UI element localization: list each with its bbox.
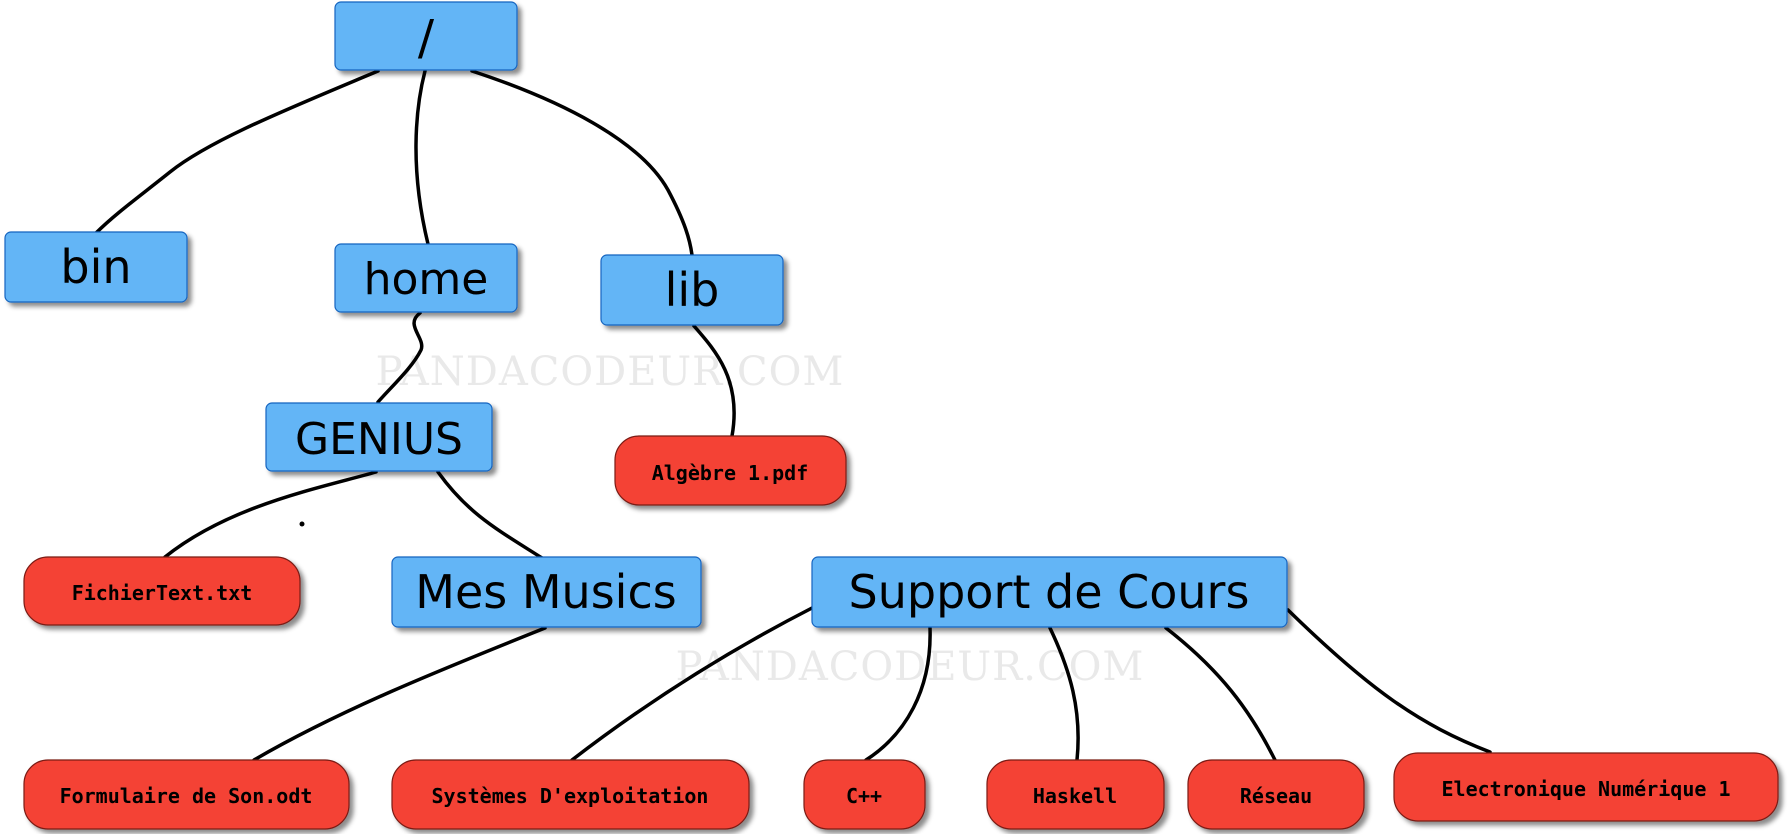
node-layer: / bin home lib GENIUS Algèbre 1.pdf Fich… (4, 1, 1779, 830)
watermark: PANDACODEUR.COM (676, 644, 1145, 690)
node-electronique[interactable]: Electronique Numérique 1 (1393, 752, 1779, 822)
edge-root-bin (94, 69, 380, 235)
edge-home-genius (376, 311, 424, 404)
stray-dot (299, 521, 305, 527)
node-support-de-cours[interactable]: Support de Cours (811, 556, 1288, 628)
node-label: bin (60, 240, 131, 294)
node-fichiertext[interactable]: FichierText.txt (23, 556, 301, 626)
node-systemes[interactable]: Systèmes D'exploitation (391, 759, 750, 830)
watermark-layer: PANDACODEUR.COM PANDACODEUR.COM (376, 349, 1145, 690)
edge-root-lib (470, 69, 694, 257)
node-algebre[interactable]: Algèbre 1.pdf (614, 435, 847, 506)
edge-support-reseau (1164, 626, 1277, 762)
edge-mesmusics-formulaire (252, 626, 547, 762)
node-genius[interactable]: GENIUS (265, 402, 493, 472)
node-label: home (364, 254, 489, 305)
node-label: Electronique Numérique 1 (1442, 777, 1731, 801)
node-label: Formulaire de Son.odt (60, 784, 313, 808)
node-home[interactable]: home (334, 243, 518, 313)
node-cpp[interactable]: C++ (803, 759, 926, 830)
node-label: Mes Musics (415, 565, 676, 619)
edge-support-systemes (570, 606, 814, 762)
node-bin[interactable]: bin (4, 231, 188, 303)
node-mes-musics[interactable]: Mes Musics (391, 556, 702, 628)
node-label: GENIUS (295, 414, 463, 465)
node-label: FichierText.txt (72, 581, 253, 605)
node-root[interactable]: / (334, 1, 518, 71)
edge-root-home (414, 69, 430, 246)
edge-lib-algebre (692, 324, 736, 438)
edge-support-cpp (864, 626, 932, 762)
edge-genius-mesmusics (436, 470, 544, 560)
node-label: lib (665, 263, 720, 317)
node-label: C++ (846, 784, 882, 808)
node-label: Systèmes D'exploitation (432, 784, 709, 808)
edge-genius-fichiertext (163, 470, 378, 559)
node-label: Algèbre 1.pdf (652, 461, 809, 485)
node-formulaire[interactable]: Formulaire de Son.odt (23, 759, 350, 830)
edge-support-haskell (1048, 626, 1080, 762)
edge-layer (94, 69, 1492, 762)
node-label: Haskell (1033, 784, 1117, 808)
node-haskell[interactable]: Haskell (986, 759, 1165, 830)
node-lib[interactable]: lib (600, 254, 784, 326)
node-reseau[interactable]: Réseau (1187, 759, 1365, 830)
node-label: / (418, 10, 435, 66)
watermark: PANDACODEUR.COM (376, 349, 845, 395)
node-label: Support de Cours (849, 565, 1250, 619)
node-label: Réseau (1240, 784, 1312, 808)
edge-support-electronique (1286, 608, 1492, 754)
